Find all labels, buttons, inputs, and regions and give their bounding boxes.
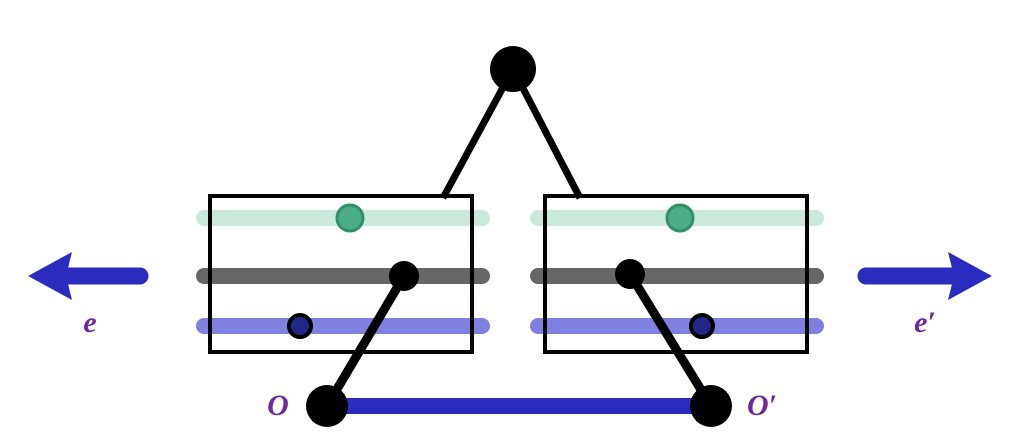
left-arrow-head <box>28 252 72 300</box>
left-diagonal <box>323 273 408 409</box>
left-arrow <box>28 252 149 300</box>
right-arrow <box>857 252 992 300</box>
left-mid-node <box>389 261 419 291</box>
right-green-marker <box>665 203 695 233</box>
apex-node <box>490 46 536 92</box>
left-bands <box>196 210 490 334</box>
left-box <box>208 194 474 354</box>
left-arrow-label: e <box>83 306 96 339</box>
left-green-marker <box>335 203 365 233</box>
right-diagonal <box>626 271 715 409</box>
right-arrow-head <box>948 252 992 300</box>
right-navy-marker <box>689 313 715 339</box>
right-arrow-label: e′ <box>914 306 936 339</box>
right-bands <box>530 210 824 334</box>
left-node-label: O <box>267 389 289 422</box>
apex-to-right-branch <box>509 67 584 200</box>
right-mid-node <box>615 259 645 289</box>
left-bottom-node <box>306 385 348 427</box>
apex-to-left-branch <box>439 67 517 200</box>
right-bottom-node <box>690 385 732 427</box>
left-navy-marker <box>287 313 313 339</box>
right-node-label: O′ <box>747 389 777 422</box>
